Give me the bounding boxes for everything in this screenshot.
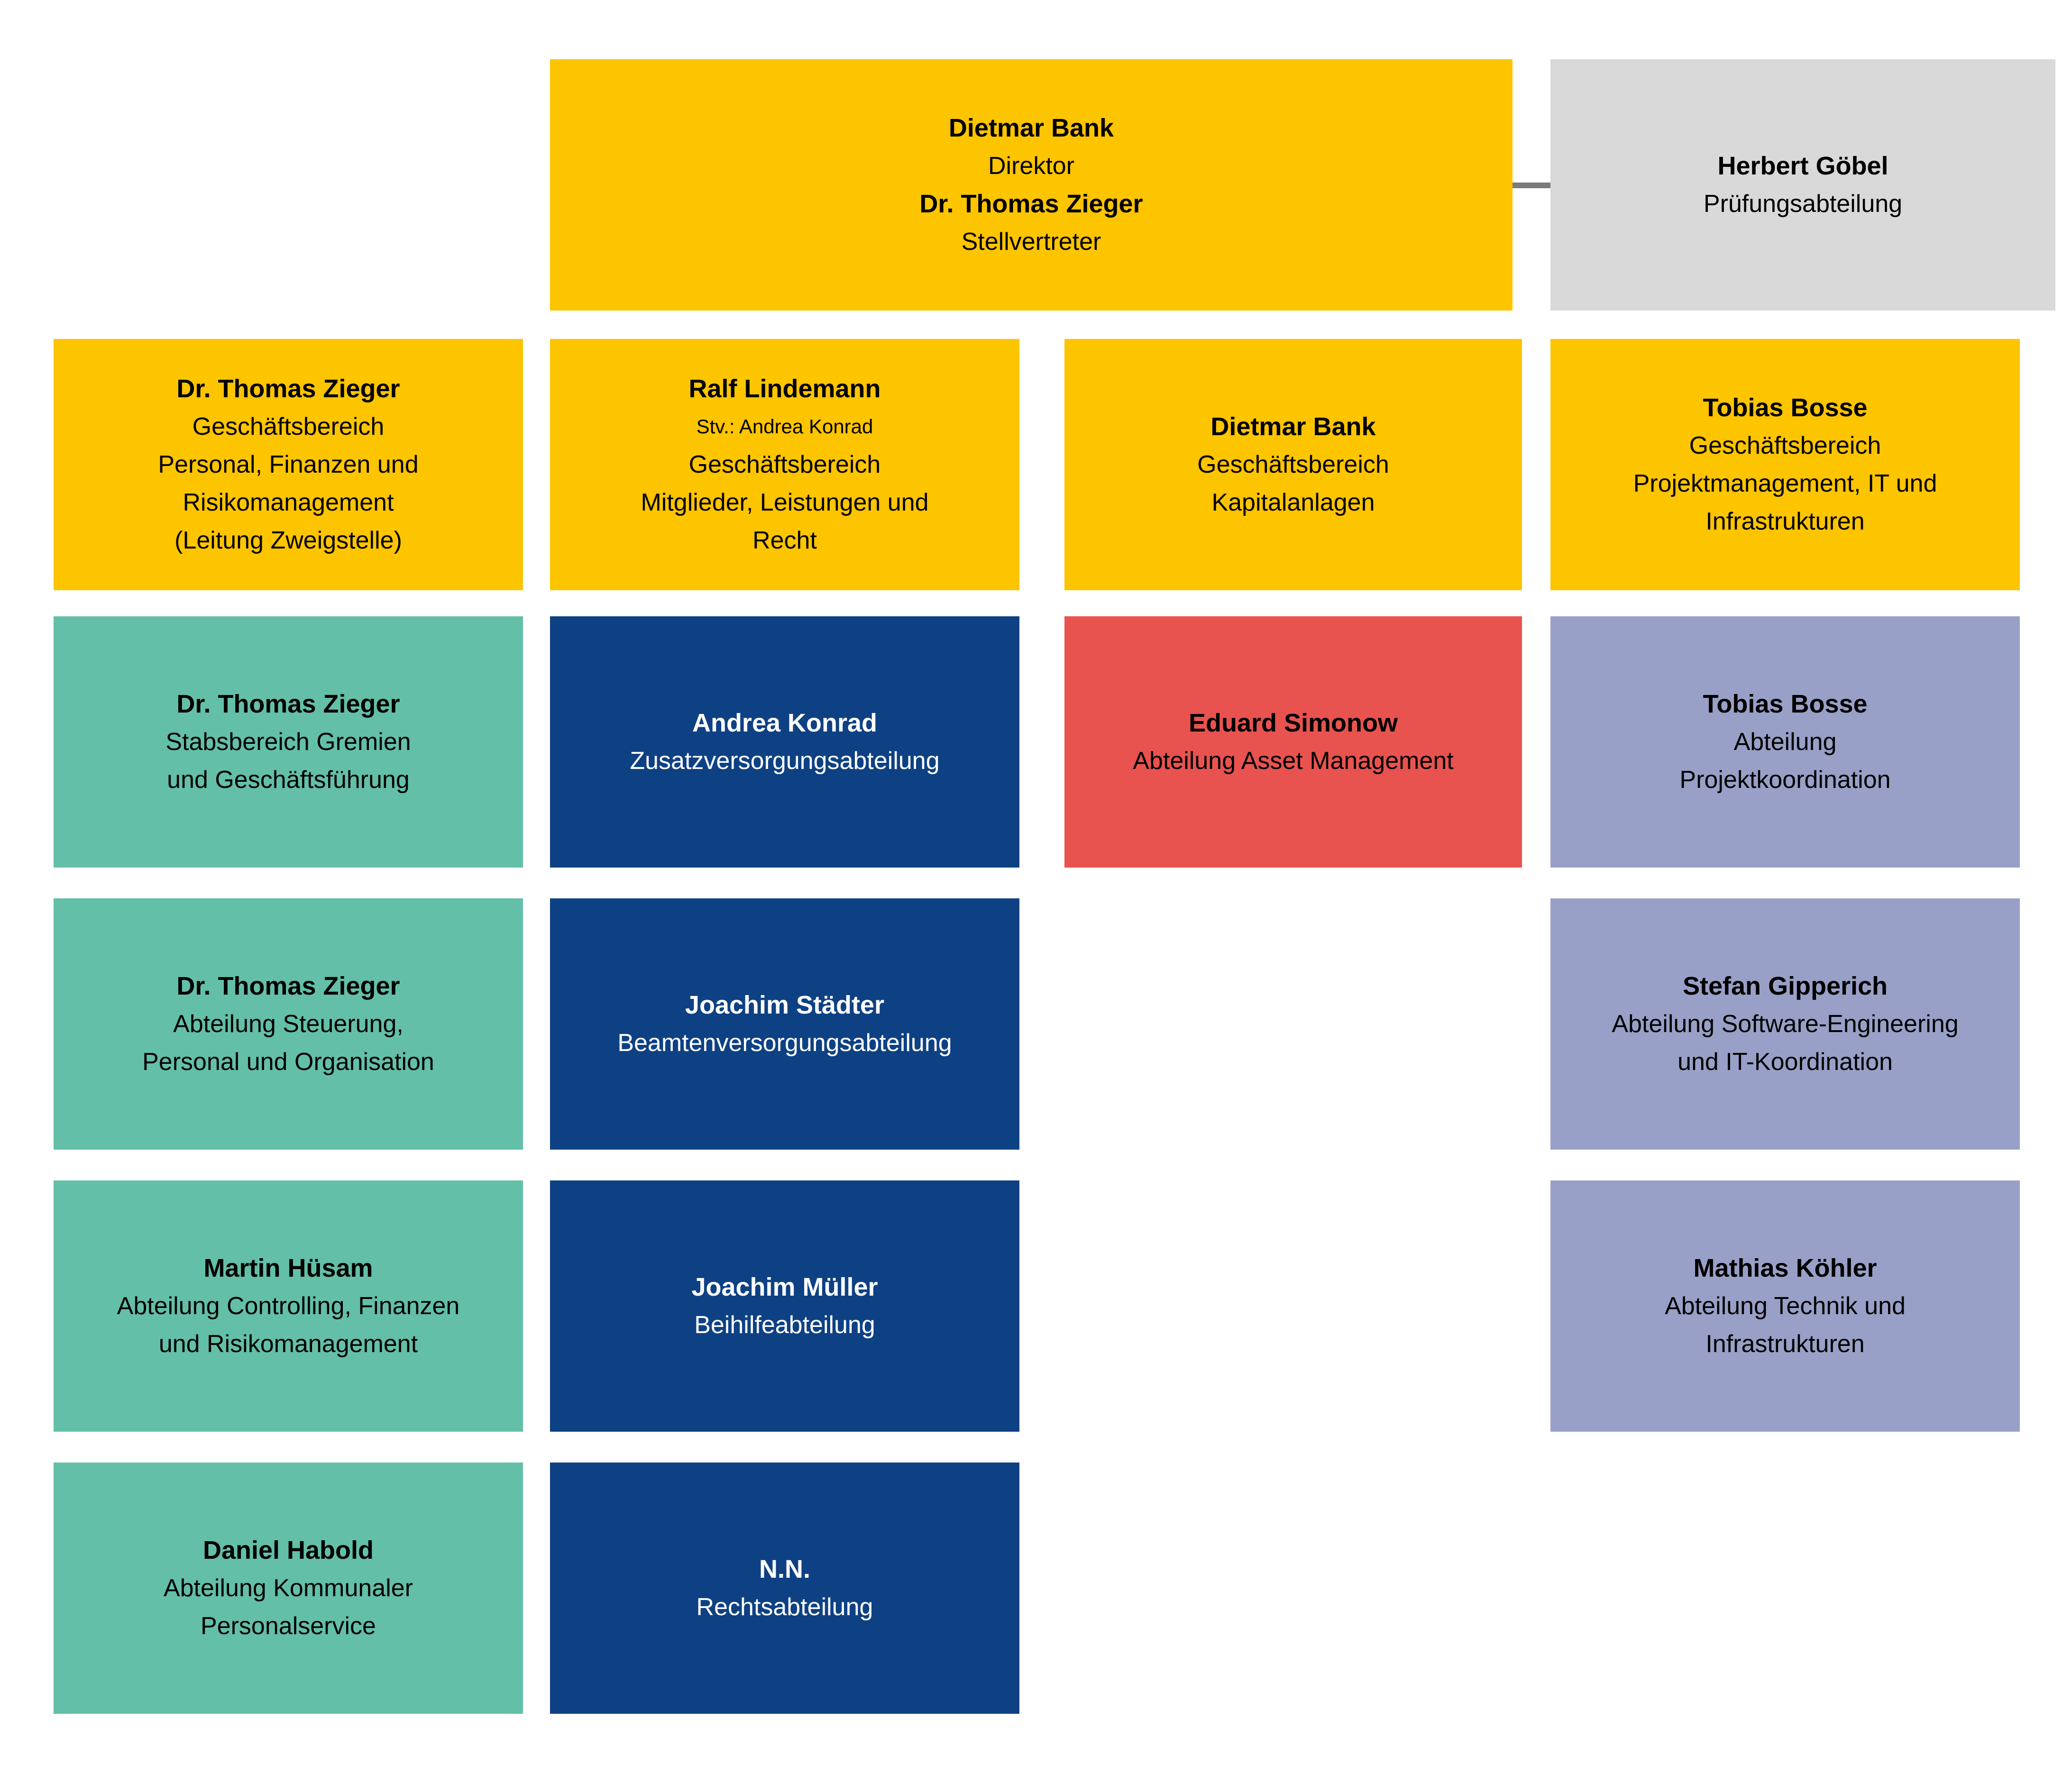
person-name: Stefan Gipperich bbox=[1682, 972, 1888, 1000]
org-box-gb-kapitalanlagen: Dietmar Bank Geschäftsbereich Kapitalanl… bbox=[1064, 339, 1522, 590]
org-box-software-engineering: Stefan Gipperich Abteilung Software-Engi… bbox=[1550, 898, 2020, 1150]
org-box-gb-personal-finanzen: Dr. Thomas Zieger Geschäftsbereich Perso… bbox=[54, 339, 523, 590]
unit-label: Abteilung Steuerung, bbox=[173, 1010, 403, 1038]
person-name: Dietmar Bank bbox=[948, 114, 1114, 142]
unit-label: Beamtenversorgungsabteilung bbox=[617, 1029, 952, 1057]
person-name: Dr. Thomas Zieger bbox=[176, 375, 400, 403]
unit-label: Geschäftsbereich bbox=[688, 451, 881, 478]
unit-label: Personal, Finanzen und bbox=[158, 451, 419, 478]
org-box-direktion: Dietmar Bank Direktor Dr. Thomas Zieger … bbox=[550, 59, 1513, 311]
unit-label: Projektkoordination bbox=[1679, 766, 1891, 794]
person-name: Joachim Müller bbox=[691, 1273, 878, 1301]
org-box-rechtsabteilung: N.N. Rechtsabteilung bbox=[550, 1463, 1019, 1714]
role-label: Stellvertreter bbox=[961, 228, 1101, 256]
unit-label: Beihilfeabteilung bbox=[694, 1311, 875, 1339]
org-box-controlling-finanzen: Martin Hüsam Abteilung Controlling, Fina… bbox=[54, 1180, 523, 1432]
person-name: Herbert Göbel bbox=[1717, 152, 1889, 180]
org-box-gb-mitglieder: Ralf Lindemann Stv.: Andrea Konrad Gesch… bbox=[550, 339, 1019, 590]
unit-label: und IT-Koordination bbox=[1678, 1048, 1893, 1076]
unit-label: Mitglieder, Leistungen und bbox=[641, 489, 929, 516]
unit-label: Personalservice bbox=[201, 1612, 376, 1640]
org-box-steuerung-personal: Dr. Thomas Zieger Abteilung Steuerung, P… bbox=[54, 898, 523, 1150]
org-box-beamtenversorgung: Joachim Städter Beamtenversorgungsabteil… bbox=[550, 898, 1019, 1150]
unit-label: Projektmanagement, IT und bbox=[1633, 470, 1937, 497]
unit-label: Abteilung Asset Management bbox=[1133, 747, 1454, 775]
person-name: Dr. Thomas Zieger bbox=[919, 190, 1143, 218]
org-box-beihilfe: Joachim Müller Beihilfeabteilung bbox=[550, 1180, 1019, 1432]
unit-label: Geschäftsbereich bbox=[192, 413, 385, 440]
unit-label: Abteilung bbox=[1733, 728, 1837, 756]
unit-label: (Leitung Zweigstelle) bbox=[174, 527, 402, 554]
deputy-label: Stv.: Andrea Konrad bbox=[696, 415, 873, 438]
person-name: Tobias Bosse bbox=[1703, 393, 1868, 422]
org-box-kommunaler-personalservice: Daniel Habold Abteilung Kommunaler Perso… bbox=[54, 1463, 523, 1714]
unit-label: Zusatzversorgungsabteilung bbox=[630, 747, 940, 775]
org-box-stabsbereich-gremien: Dr. Thomas Zieger Stabsbereich Gremien u… bbox=[54, 616, 523, 868]
unit-label: Rechtsabteilung bbox=[696, 1593, 873, 1621]
unit-label: Risikomanagement bbox=[183, 489, 394, 516]
person-name: Dr. Thomas Zieger bbox=[176, 972, 400, 1000]
unit-label: Abteilung Controlling, Finanzen bbox=[117, 1292, 460, 1320]
person-name: Joachim Städter bbox=[685, 991, 885, 1019]
unit-label: Kapitalanlagen bbox=[1211, 489, 1375, 516]
person-name: Dietmar Bank bbox=[1210, 412, 1376, 441]
unit-label: Geschäftsbereich bbox=[1197, 451, 1389, 478]
unit-label: Abteilung Technik und bbox=[1665, 1292, 1906, 1320]
person-name: Ralf Lindemann bbox=[688, 375, 881, 403]
person-name: N.N. bbox=[759, 1555, 810, 1583]
unit-label: Recht bbox=[752, 527, 817, 554]
unit-label: Stabsbereich Gremien bbox=[165, 728, 411, 756]
unit-label: Personal und Organisation bbox=[142, 1048, 434, 1076]
org-box-zusatzversorgung: Andrea Konrad Zusatzversorgungsabteilung bbox=[550, 616, 1019, 868]
unit-label: Abteilung Kommunaler bbox=[163, 1574, 413, 1602]
org-box-asset-management: Eduard Simonow Abteilung Asset Managemen… bbox=[1064, 616, 1522, 868]
unit-label: und Risikomanagement bbox=[158, 1330, 418, 1358]
org-box-projektkoordination: Tobias Bosse Abteilung Projektkoordinati… bbox=[1550, 616, 2020, 868]
unit-label: Geschäftsbereich bbox=[1689, 432, 1881, 459]
person-name: Martin Hüsam bbox=[203, 1254, 373, 1282]
org-box-pruefungsabteilung: Herbert Göbel Prüfungsabteilung bbox=[1550, 59, 2055, 311]
unit-label: Abteilung Software-Engineering bbox=[1612, 1010, 1959, 1038]
person-name: Tobias Bosse bbox=[1703, 690, 1868, 718]
unit-label: Infrastrukturen bbox=[1705, 508, 1865, 535]
unit-label: Prüfungsabteilung bbox=[1703, 190, 1903, 218]
unit-label: und Geschäftsführung bbox=[167, 766, 410, 794]
connector-line bbox=[1508, 183, 1553, 188]
person-name: Daniel Habold bbox=[202, 1536, 374, 1564]
person-name: Eduard Simonow bbox=[1188, 709, 1398, 737]
person-name: Andrea Konrad bbox=[692, 709, 878, 737]
person-name: Dr. Thomas Zieger bbox=[176, 690, 400, 718]
role-label: Direktor bbox=[988, 152, 1075, 180]
org-box-technik-infrastrukturen: Mathias Köhler Abteilung Technik und Inf… bbox=[1550, 1180, 2020, 1432]
person-name: Mathias Köhler bbox=[1693, 1254, 1877, 1282]
org-box-gb-projektmanagement: Tobias Bosse Geschäftsbereich Projektman… bbox=[1550, 339, 2020, 590]
unit-label: Infrastrukturen bbox=[1705, 1330, 1865, 1358]
